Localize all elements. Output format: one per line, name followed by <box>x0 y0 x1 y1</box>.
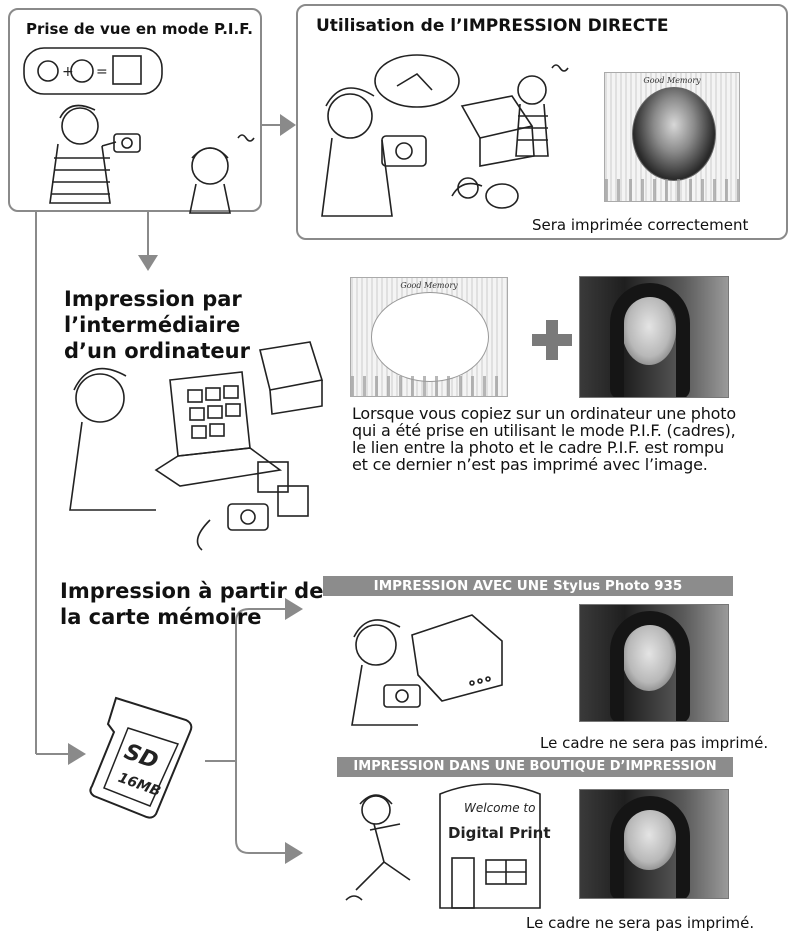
stylus-print-illustration <box>351 614 503 726</box>
memory-card-heading-line-1: Impression à partir de <box>60 579 324 603</box>
computer-heading: Impression par l’intermédiaire d’un ordi… <box>64 286 250 364</box>
empty-pif-frame: Good Memory <box>350 277 508 397</box>
shop-sign-bottom: Digital Print <box>448 824 551 842</box>
frame-label: Good Memory <box>643 76 701 85</box>
pif-mode-title: Prise de vue en mode P.I.F. <box>26 20 253 38</box>
portrait-hair <box>610 611 690 721</box>
direct-print-caption: Sera imprimée correctement <box>532 216 749 234</box>
print-shop-illustration: Welcome to Digital Print <box>345 783 551 909</box>
memory-card-heading: Impression à partir de la carte mémoire <box>60 578 323 630</box>
shop-sign-top: Welcome to <box>464 801 535 815</box>
stylus-caption: Le cadre ne sera pas imprimé. <box>540 734 769 752</box>
computer-heading-line-3: d’un ordinateur <box>64 339 250 363</box>
computer-description-line-2: qui a été prise en utilisant le mode P.I… <box>352 421 736 440</box>
computer-description-line-1: Lorsque vous copiez sur un ordinateur un… <box>352 404 736 423</box>
framed-photo-oval <box>632 87 716 181</box>
computer-description-line-3: le lien entre la photo et le cadre P.I.F… <box>352 438 724 457</box>
framed-photo-printed: Good Memory <box>604 72 740 202</box>
computer-heading-line-2: l’intermédiaire <box>64 313 241 337</box>
photo-portrait-shop <box>579 789 729 899</box>
svg-text:=: = <box>96 64 108 80</box>
photo-portrait-stylus <box>579 604 729 722</box>
portrait-hair <box>610 283 690 397</box>
computer-heading-line-1: Impression par <box>64 287 242 311</box>
shop-caption: Le cadre ne sera pas imprimé. <box>526 914 755 932</box>
empty-frame-oval <box>371 292 489 382</box>
frame-leaves <box>605 179 739 201</box>
computer-illustration <box>69 341 324 551</box>
plus-icon <box>532 320 572 360</box>
pif-illustration: + = <box>23 47 255 214</box>
svg-text:+: + <box>62 64 74 80</box>
direct-print-illustration <box>321 54 569 217</box>
pif-mode-box: Prise de vue en mode P.I.F. + = <box>8 8 262 214</box>
stylus-print-banner: IMPRESSION AVEC UNE Stylus Photo 935 <box>323 576 733 596</box>
shop-print-banner: IMPRESSION DANS UNE BOUTIQUE D’IMPRESSIO… <box>337 757 733 777</box>
direct-print-box: Utilisation de l’IMPRESSION DIRECTE <box>296 4 788 240</box>
photo-portrait-computer <box>579 276 729 398</box>
computer-description: Lorsque vous copiez sur un ordinateur un… <box>352 405 736 473</box>
sd-card-icon: SD 16MB <box>89 696 193 819</box>
empty-frame-label: Good Memory <box>400 281 458 290</box>
memory-card-heading-line-2: la carte mémoire <box>60 605 262 629</box>
direct-print-title: Utilisation de l’IMPRESSION DIRECTE <box>316 16 669 36</box>
empty-frame-leaves <box>351 376 507 396</box>
computer-description-line-4: et ce dernier n’est pas imprimé avec l’i… <box>352 455 708 474</box>
portrait-hair <box>610 796 690 898</box>
